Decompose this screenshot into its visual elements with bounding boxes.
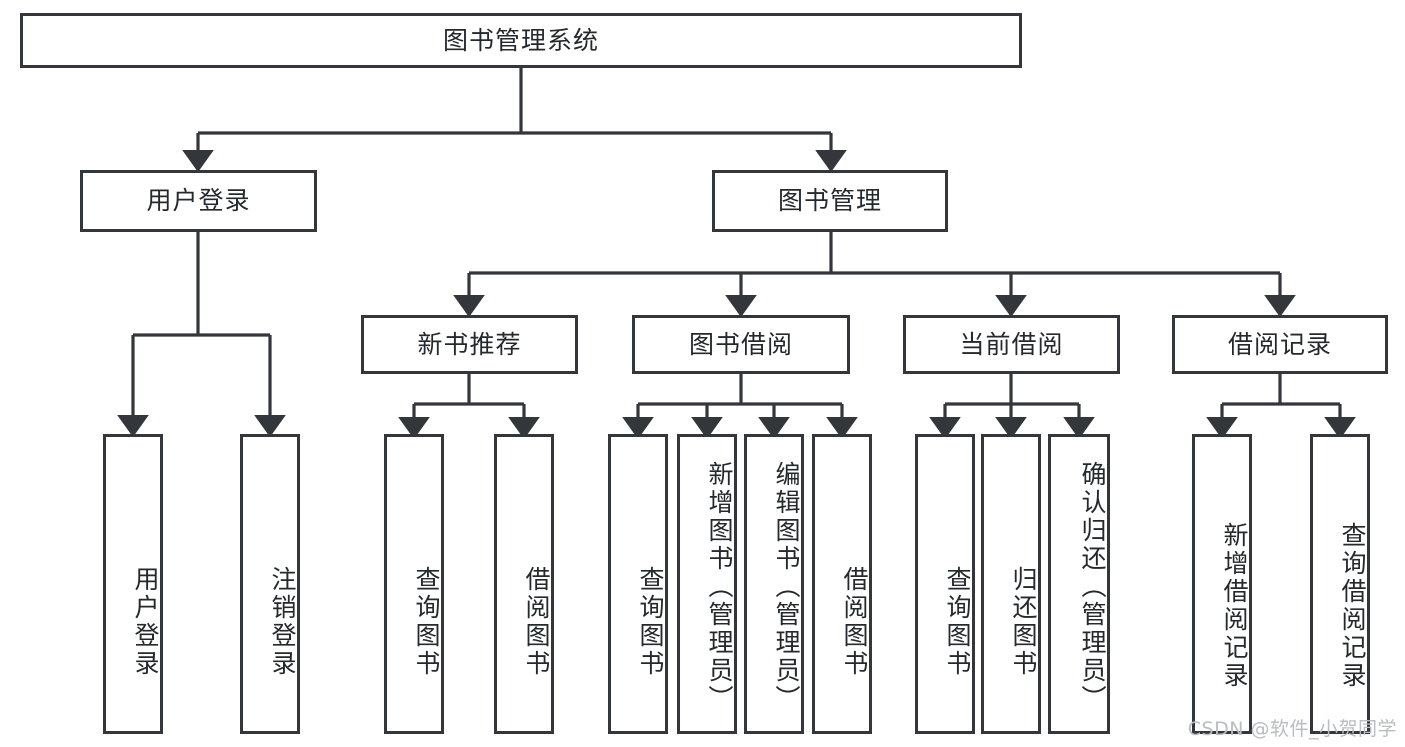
watermark: CSDN @软件_小贺同学: [1187, 718, 1397, 740]
leaf-user-login-login[interactable]: 用户登录: [103, 434, 163, 734]
node-label: 借阅图书: [840, 566, 869, 678]
node-label: 新增借阅记录: [1220, 522, 1249, 690]
node-label: 确认归还（管理员）: [1078, 461, 1107, 713]
leaf-user-login-logout[interactable]: 注销登录: [240, 434, 300, 734]
node-label: 当前借阅: [959, 329, 1064, 359]
node-label: 归还图书: [1009, 566, 1038, 678]
leaf-current-borrow-return-book[interactable]: 归还图书: [981, 434, 1041, 734]
leaf-current-borrow-confirm-return-admin[interactable]: 确认归还（管理员）: [1048, 434, 1110, 734]
node-label: 用户登录: [131, 566, 160, 678]
node-book-borrow[interactable]: 图书借阅: [632, 315, 850, 374]
node-user-login[interactable]: 用户登录: [80, 170, 317, 232]
node-label: 编辑图书（管理员）: [772, 461, 801, 713]
node-borrow-record[interactable]: 借阅记录: [1172, 315, 1388, 374]
node-label: 图书管理系统: [442, 25, 599, 55]
node-label: 图书管理: [777, 186, 882, 216]
node-label: 图书借阅: [688, 329, 793, 359]
node-label: 新书推荐: [417, 329, 522, 359]
leaf-new-book-borrow-book[interactable]: 借阅图书: [494, 434, 554, 734]
leaf-borrow-record-query-record[interactable]: 查询借阅记录: [1310, 434, 1370, 734]
node-label: 注销登录: [268, 566, 297, 678]
leaf-new-book-query-book[interactable]: 查询图书: [384, 434, 444, 734]
node-current-borrow[interactable]: 当前借阅: [903, 315, 1120, 374]
node-new-book-recommend[interactable]: 新书推荐: [361, 315, 578, 374]
node-label: 查询图书: [636, 566, 665, 678]
node-label: 用户登录: [146, 186, 251, 216]
leaf-book-borrow-query-book[interactable]: 查询图书: [608, 434, 668, 734]
node-label: 新增图书（管理员）: [705, 461, 734, 713]
node-label: 查询图书: [943, 566, 972, 678]
node-label: 借阅图书: [522, 566, 551, 678]
node-root-book-management-system[interactable]: 图书管理系统: [20, 13, 1022, 68]
node-label: 借阅记录: [1227, 329, 1332, 359]
leaf-book-borrow-borrow-book[interactable]: 借阅图书: [812, 434, 872, 734]
node-book-management[interactable]: 图书管理: [712, 170, 948, 232]
node-label: 查询图书: [412, 566, 441, 678]
leaf-book-borrow-add-book-admin[interactable]: 新增图书（管理员）: [677, 434, 737, 734]
leaf-borrow-record-add-record[interactable]: 新增借阅记录: [1192, 434, 1252, 734]
leaf-current-borrow-query-book[interactable]: 查询图书: [915, 434, 975, 734]
node-label: 查询借阅记录: [1338, 522, 1367, 690]
leaf-book-borrow-edit-book-admin[interactable]: 编辑图书（管理员）: [744, 434, 804, 734]
